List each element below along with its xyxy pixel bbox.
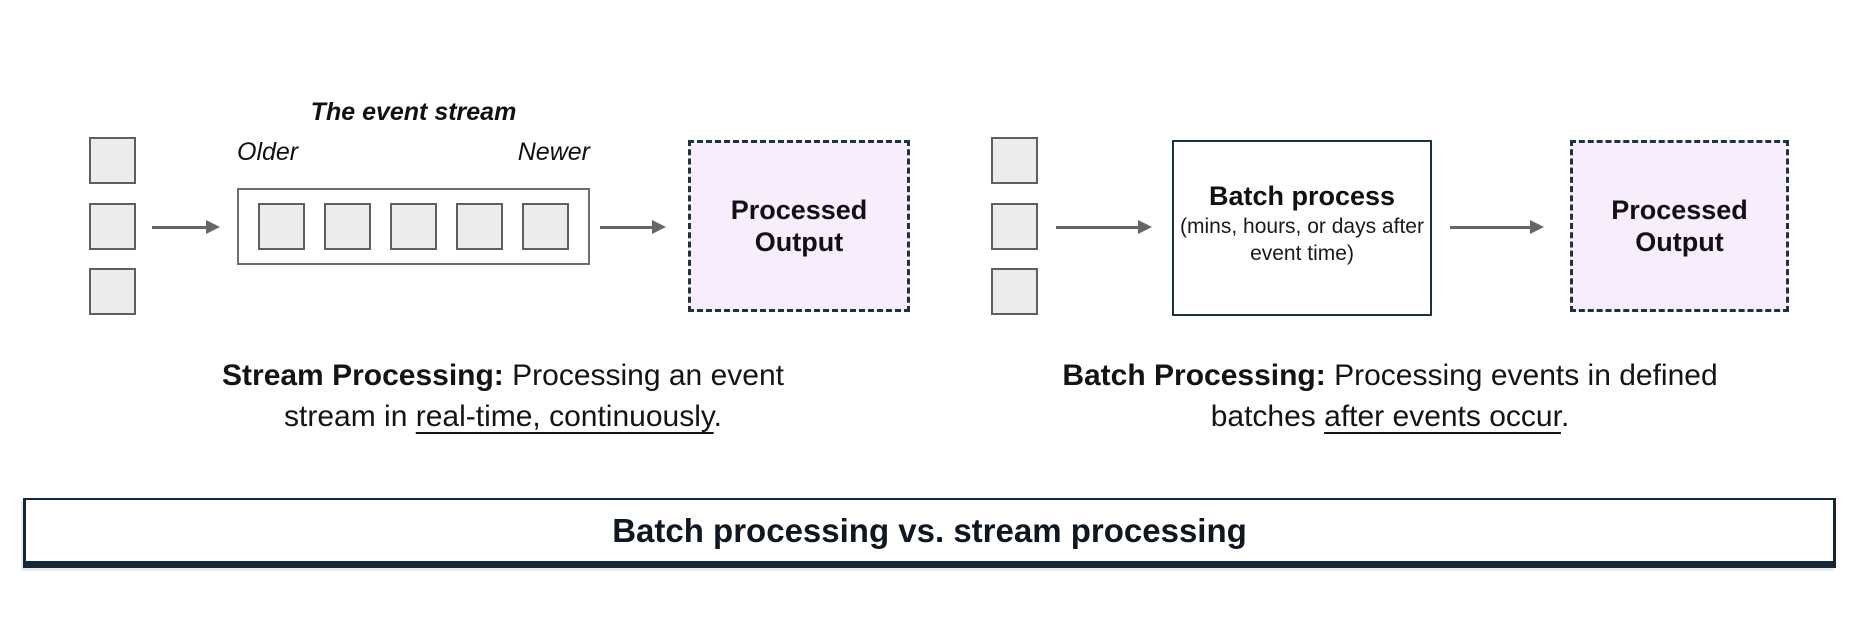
flow-arrow-icon <box>1450 220 1544 234</box>
event-square <box>89 137 136 184</box>
event-square <box>991 268 1038 315</box>
event-square <box>89 268 136 315</box>
event-square <box>89 203 136 250</box>
event-square <box>456 203 503 250</box>
stream-processing-caption: Stream Processing: Processing an event s… <box>150 355 856 437</box>
caption-lead: Batch Processing: <box>1062 359 1326 392</box>
caption-underlined-text: real-time, continuously <box>415 400 714 433</box>
event-square <box>522 203 569 250</box>
older-label: Older <box>237 138 299 166</box>
batch-processing-caption: Batch Processing: Processing events in d… <box>1037 355 1743 437</box>
caption-lead: Stream Processing: <box>222 359 504 392</box>
caption-text: . <box>713 400 722 433</box>
caption-text: batches <box>1210 400 1325 433</box>
event-square <box>991 203 1038 250</box>
caption-text: . <box>1560 400 1570 433</box>
caption-line: Stream Processing: Processing an event <box>150 355 856 396</box>
figure-title: Batch processing vs. stream processing <box>612 511 1247 549</box>
event-square <box>324 203 371 250</box>
batch-process-subtitle: (mins, hours, or days after event time) <box>1180 215 1424 265</box>
event-square <box>991 137 1038 184</box>
caption-text: stream in <box>284 400 416 433</box>
caption-line: Batch Processing: Processing events in d… <box>1037 355 1743 396</box>
event-stream-axis-labels: Older Newer <box>237 138 590 167</box>
caption-line: stream in real-time, continuously. <box>150 396 856 437</box>
event-stream-box <box>237 188 590 265</box>
caption-line: batches after events occur. <box>1037 396 1743 437</box>
flow-arrow-icon <box>1056 220 1152 234</box>
caption-text: Processing an event <box>503 359 784 392</box>
flow-arrow-icon <box>600 220 666 234</box>
stream-processed-output-box: Processed Output <box>688 140 910 312</box>
batch-process-box: Batch process (mins, hours, or days afte… <box>1172 140 1432 316</box>
newer-label: Newer <box>517 138 590 166</box>
event-stream-title: The event stream <box>310 98 517 126</box>
caption-text: Processing events in defined <box>1325 359 1718 392</box>
caption-underlined-text: after events occur <box>1324 400 1561 433</box>
figure-title-box: Batch processing vs. stream processing <box>23 498 1836 568</box>
event-square <box>390 203 437 250</box>
event-square <box>258 203 305 250</box>
batch-process-title: Batch process <box>1208 181 1396 212</box>
flow-arrow-icon <box>152 220 220 234</box>
batch-processed-output-box: Processed Output <box>1570 140 1789 312</box>
